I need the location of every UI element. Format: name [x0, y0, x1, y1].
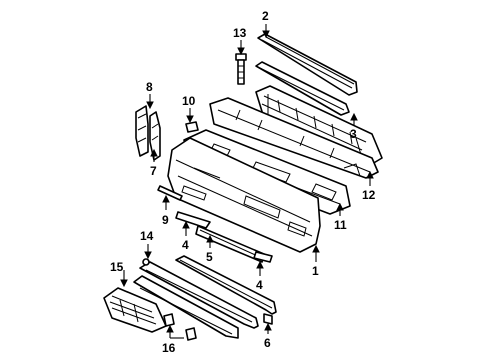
- callout-7: 7: [150, 164, 157, 178]
- filler-strip-right-part: [253, 251, 273, 263]
- callout-3: 3: [350, 127, 357, 141]
- callout-16: 16: [162, 341, 176, 355]
- bumper-absorber-part: [209, 97, 379, 179]
- energy-absorber-strip-part: [255, 61, 350, 116]
- callout-2: 2: [262, 9, 269, 23]
- callout-10: 10: [182, 94, 196, 108]
- bumper-reinforcement-part: [255, 85, 383, 165]
- callout-4-right: 4: [256, 278, 263, 292]
- reinforcement-bar-part: [257, 33, 358, 96]
- callout-11: 11: [334, 218, 347, 232]
- lower-valance-part: [195, 225, 265, 263]
- clip-part: [185, 121, 199, 133]
- lower-bracket-part: [157, 185, 183, 201]
- callout-15: 15: [110, 260, 124, 274]
- radiator-grille-part: [133, 255, 277, 339]
- callout-4-left: 4: [182, 238, 189, 252]
- callout-1: 1: [312, 264, 319, 278]
- callout-9: 9: [162, 213, 169, 227]
- side-bracket-part: [135, 105, 161, 161]
- bumper-cover-part: [167, 137, 321, 253]
- bottom-clip-part: [263, 313, 273, 325]
- callout-12: 12: [362, 188, 376, 202]
- callout-14: 14: [140, 229, 154, 243]
- bolt-part: [235, 53, 247, 85]
- callout-8: 8: [146, 80, 153, 94]
- fastener-part: [163, 313, 197, 341]
- callout-6: 6: [264, 336, 271, 350]
- leader-lines: [120, 24, 374, 339]
- grille-clip-part: [142, 258, 150, 266]
- callout-13: 13: [233, 26, 247, 40]
- callout-5: 5: [206, 250, 213, 264]
- filler-strip-part: [175, 211, 211, 229]
